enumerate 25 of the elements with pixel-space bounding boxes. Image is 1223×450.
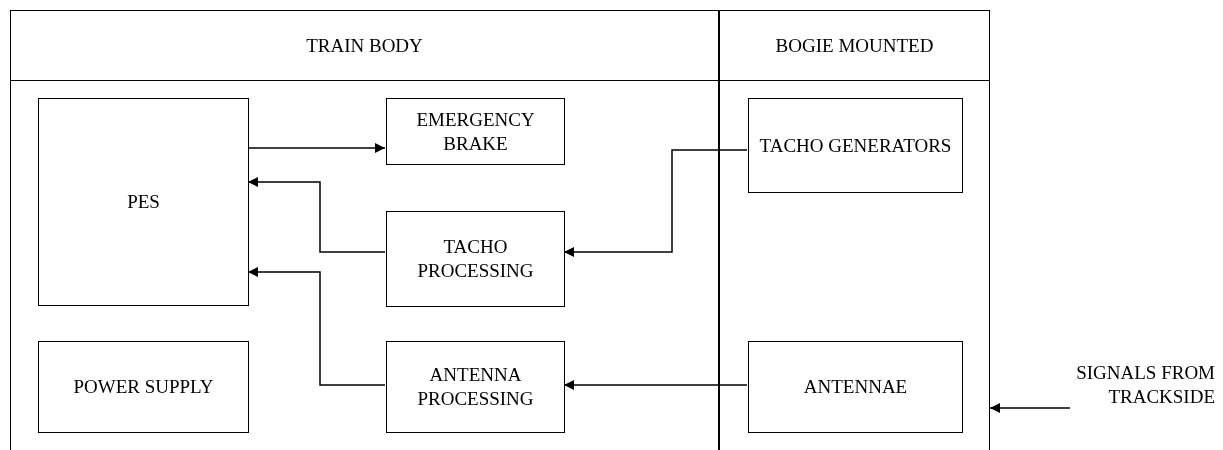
column-panel: [10, 10, 719, 450]
block-label: EMERGENCY BRAKE: [415, 107, 536, 156]
block-label: PES: [127, 190, 160, 214]
signal-label: SIGNALS FROM TRACKSIDE: [1075, 361, 1215, 409]
block-box: [748, 98, 963, 193]
block-box: [386, 98, 565, 165]
arrow: [563, 380, 748, 390]
arrow: [247, 177, 386, 253]
block-label: TACHO PROCESSING: [416, 235, 535, 283]
block-box: [748, 341, 963, 433]
column-heading: TRAIN BODY: [306, 33, 423, 58]
column-panel: [719, 10, 990, 450]
block-box: [386, 211, 565, 307]
arrow: [247, 143, 386, 153]
arrow: [989, 403, 1071, 413]
column-heading: BOGIE MOUNTED: [775, 33, 934, 58]
block-label: POWER SUPPLY: [73, 375, 214, 399]
block-label: ANTENNAE: [803, 375, 908, 399]
block-box: [386, 341, 565, 433]
block-box: [38, 341, 249, 433]
arrow: [247, 267, 386, 386]
block-label: ANTENNA PROCESSING: [416, 363, 535, 411]
arrow: [563, 149, 748, 257]
block-label: TACHO GENERATORS: [759, 133, 952, 158]
block-box: [38, 98, 249, 306]
